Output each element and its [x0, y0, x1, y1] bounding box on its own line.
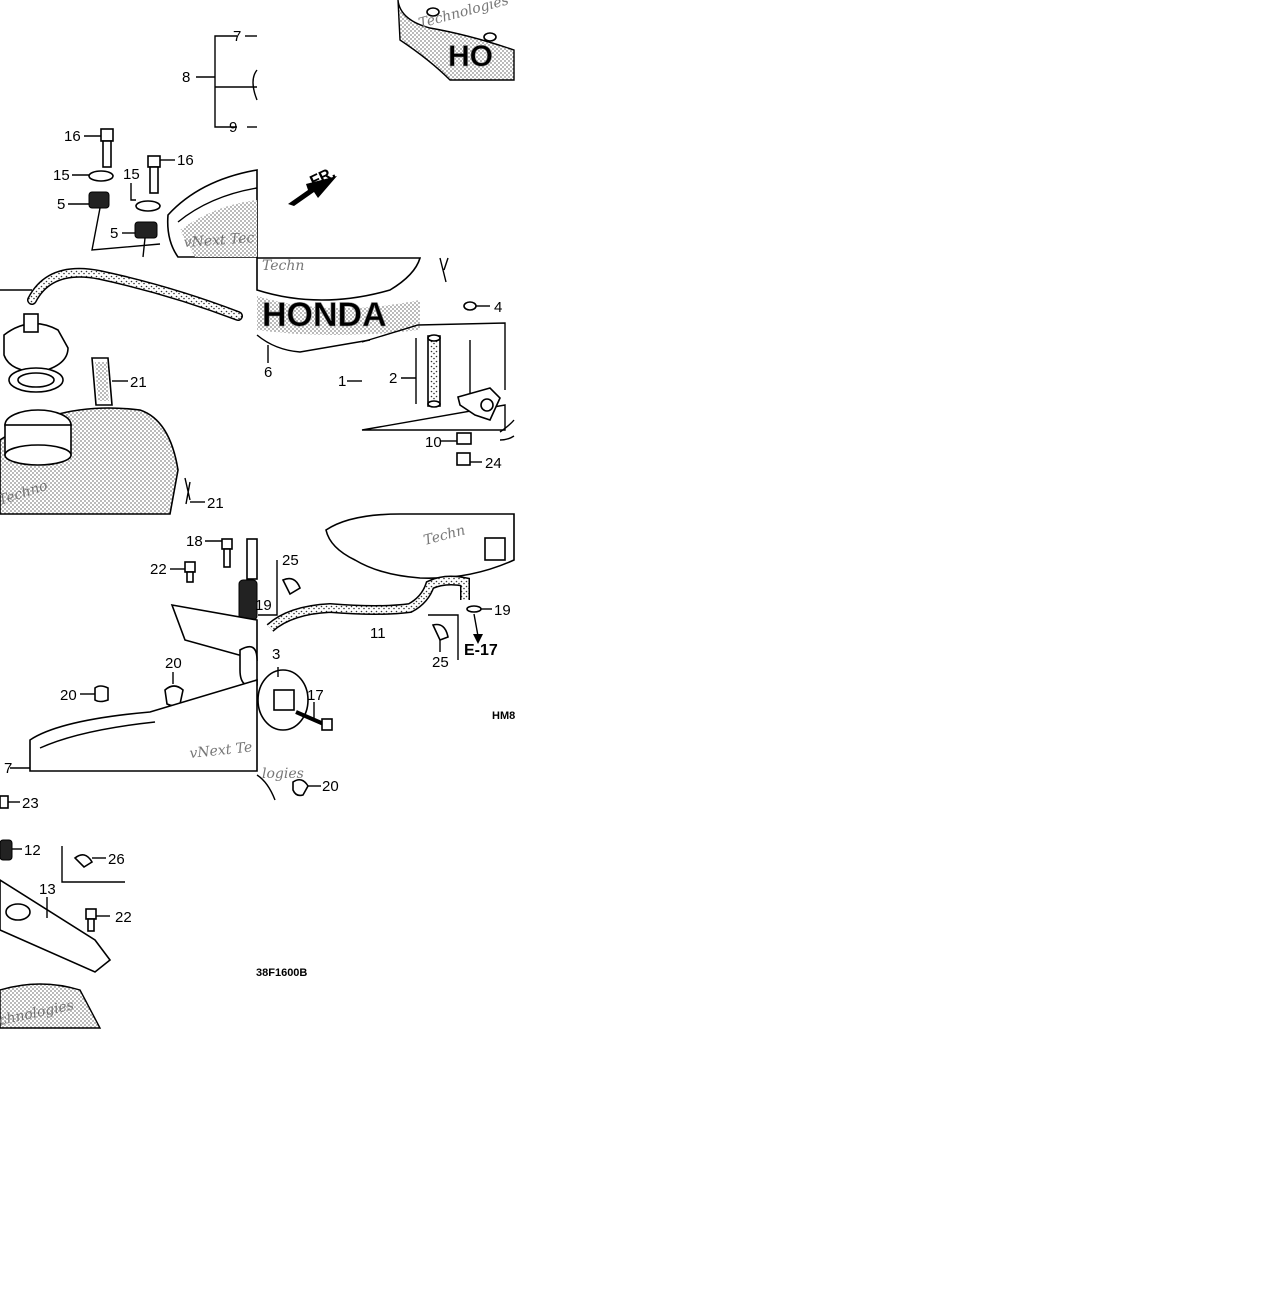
diagram-code-tail: HM8 — [492, 710, 515, 722]
callout-23: 23 — [22, 795, 39, 812]
tile-bottom-left — [0, 795, 125, 1029]
bolt-22 — [184, 561, 196, 573]
tank-body — [256, 257, 422, 301]
callout-19b: 19 — [494, 602, 511, 619]
watermark: Techn — [262, 258, 304, 274]
callout-17: 17 — [307, 687, 324, 704]
callout-20b: 20 — [60, 687, 77, 704]
reference-label: E-17 — [464, 642, 498, 659]
grommet-20c — [292, 778, 309, 797]
front-arrow-label: FR. — [308, 164, 339, 190]
tile-middle-left — [0, 267, 243, 515]
clip-25b — [431, 623, 449, 642]
bolt-18 — [221, 538, 233, 550]
callout-6: 6 — [264, 364, 272, 381]
callout-11: 10 — [425, 434, 442, 451]
washer-4 — [463, 301, 477, 311]
callout-21b: 21 — [207, 495, 224, 512]
bolt-22b — [85, 908, 97, 920]
bolt-16-shank — [102, 140, 112, 168]
callout-5: 5 — [57, 196, 65, 213]
tile-right-middle — [257, 513, 515, 731]
callout-15b: 15 — [123, 166, 140, 183]
clip-26 — [73, 854, 94, 869]
callout-16b: 16 — [177, 152, 194, 169]
stay-14 — [0, 879, 112, 973]
watermark: vNext Tec — [183, 230, 255, 251]
callout-15: 15 — [53, 167, 70, 184]
nut-11 — [456, 432, 472, 445]
callout-18: 18 — [186, 533, 203, 550]
bolt-17 — [295, 710, 327, 727]
mount-rubber-5 — [88, 191, 110, 209]
tile-bottom-middle — [256, 774, 321, 801]
stamp-lettering: HO — [448, 40, 493, 73]
callout-1: 1 — [338, 373, 346, 390]
callout-12: 11 — [370, 625, 386, 642]
tile-bottom-left-upper — [10, 538, 258, 772]
callout-22: 22 — [150, 561, 167, 578]
callouts: 7 8 9 16 16 15 15 5 5 FR. 4 6 1 2 10 24 … — [22, 28, 515, 979]
clip-25 — [281, 577, 301, 596]
watermark: logies — [262, 766, 304, 782]
fuel-cock — [457, 387, 501, 421]
callout-4: 4 — [494, 299, 502, 316]
front-arrow-icon — [288, 176, 337, 206]
tile-center — [256, 257, 515, 466]
callout-24: 24 — [485, 455, 502, 472]
tile-top-left — [68, 35, 258, 258]
bracket-9 — [214, 35, 237, 128]
bolt-16b-head — [147, 155, 161, 168]
callout-2: 2 — [389, 370, 397, 387]
bolt-23 — [0, 795, 9, 809]
callout-25b: 25 — [432, 654, 449, 671]
callout-20: 20 — [165, 655, 182, 672]
bolt-16-head — [100, 128, 114, 142]
watermark: Technologies — [417, 0, 511, 32]
tank-underside — [325, 513, 515, 579]
clip-19 — [466, 605, 482, 613]
callout-19: 19 — [255, 597, 272, 614]
callout-7-visible: 7 — [4, 760, 12, 777]
washer-15 — [88, 170, 114, 182]
callout-22b: 22 — [115, 909, 132, 926]
frame-guard — [29, 678, 258, 772]
callout-26: 26 — [108, 851, 125, 868]
callout-9: 8 — [182, 69, 190, 86]
diagram-code: 38F1600B — [256, 967, 307, 979]
callout-14: 13 — [39, 881, 56, 898]
callout-16: 16 — [64, 128, 81, 145]
callout-3: 3 — [272, 646, 280, 663]
mount-rubber-5b — [134, 221, 158, 239]
watermark: vNext Te — [189, 739, 253, 761]
callout-20c: 20 — [322, 778, 339, 795]
callout-21: 21 — [130, 374, 147, 391]
stamp-lettering: HONDA — [262, 296, 387, 334]
breather-hose — [27, 267, 243, 321]
callout-8: 7 — [233, 28, 241, 45]
callout-13: 12 — [24, 842, 41, 859]
callout-5b: 5 — [110, 225, 118, 242]
tile-top-middle — [288, 0, 515, 206]
callout-25: 25 — [282, 552, 299, 569]
grommet-20 — [94, 685, 109, 703]
rubber-13 — [0, 839, 13, 861]
washer-15b — [135, 200, 161, 212]
screw-24 — [456, 452, 471, 466]
cock-box — [361, 322, 506, 431]
callout-10: 9 — [229, 119, 237, 136]
